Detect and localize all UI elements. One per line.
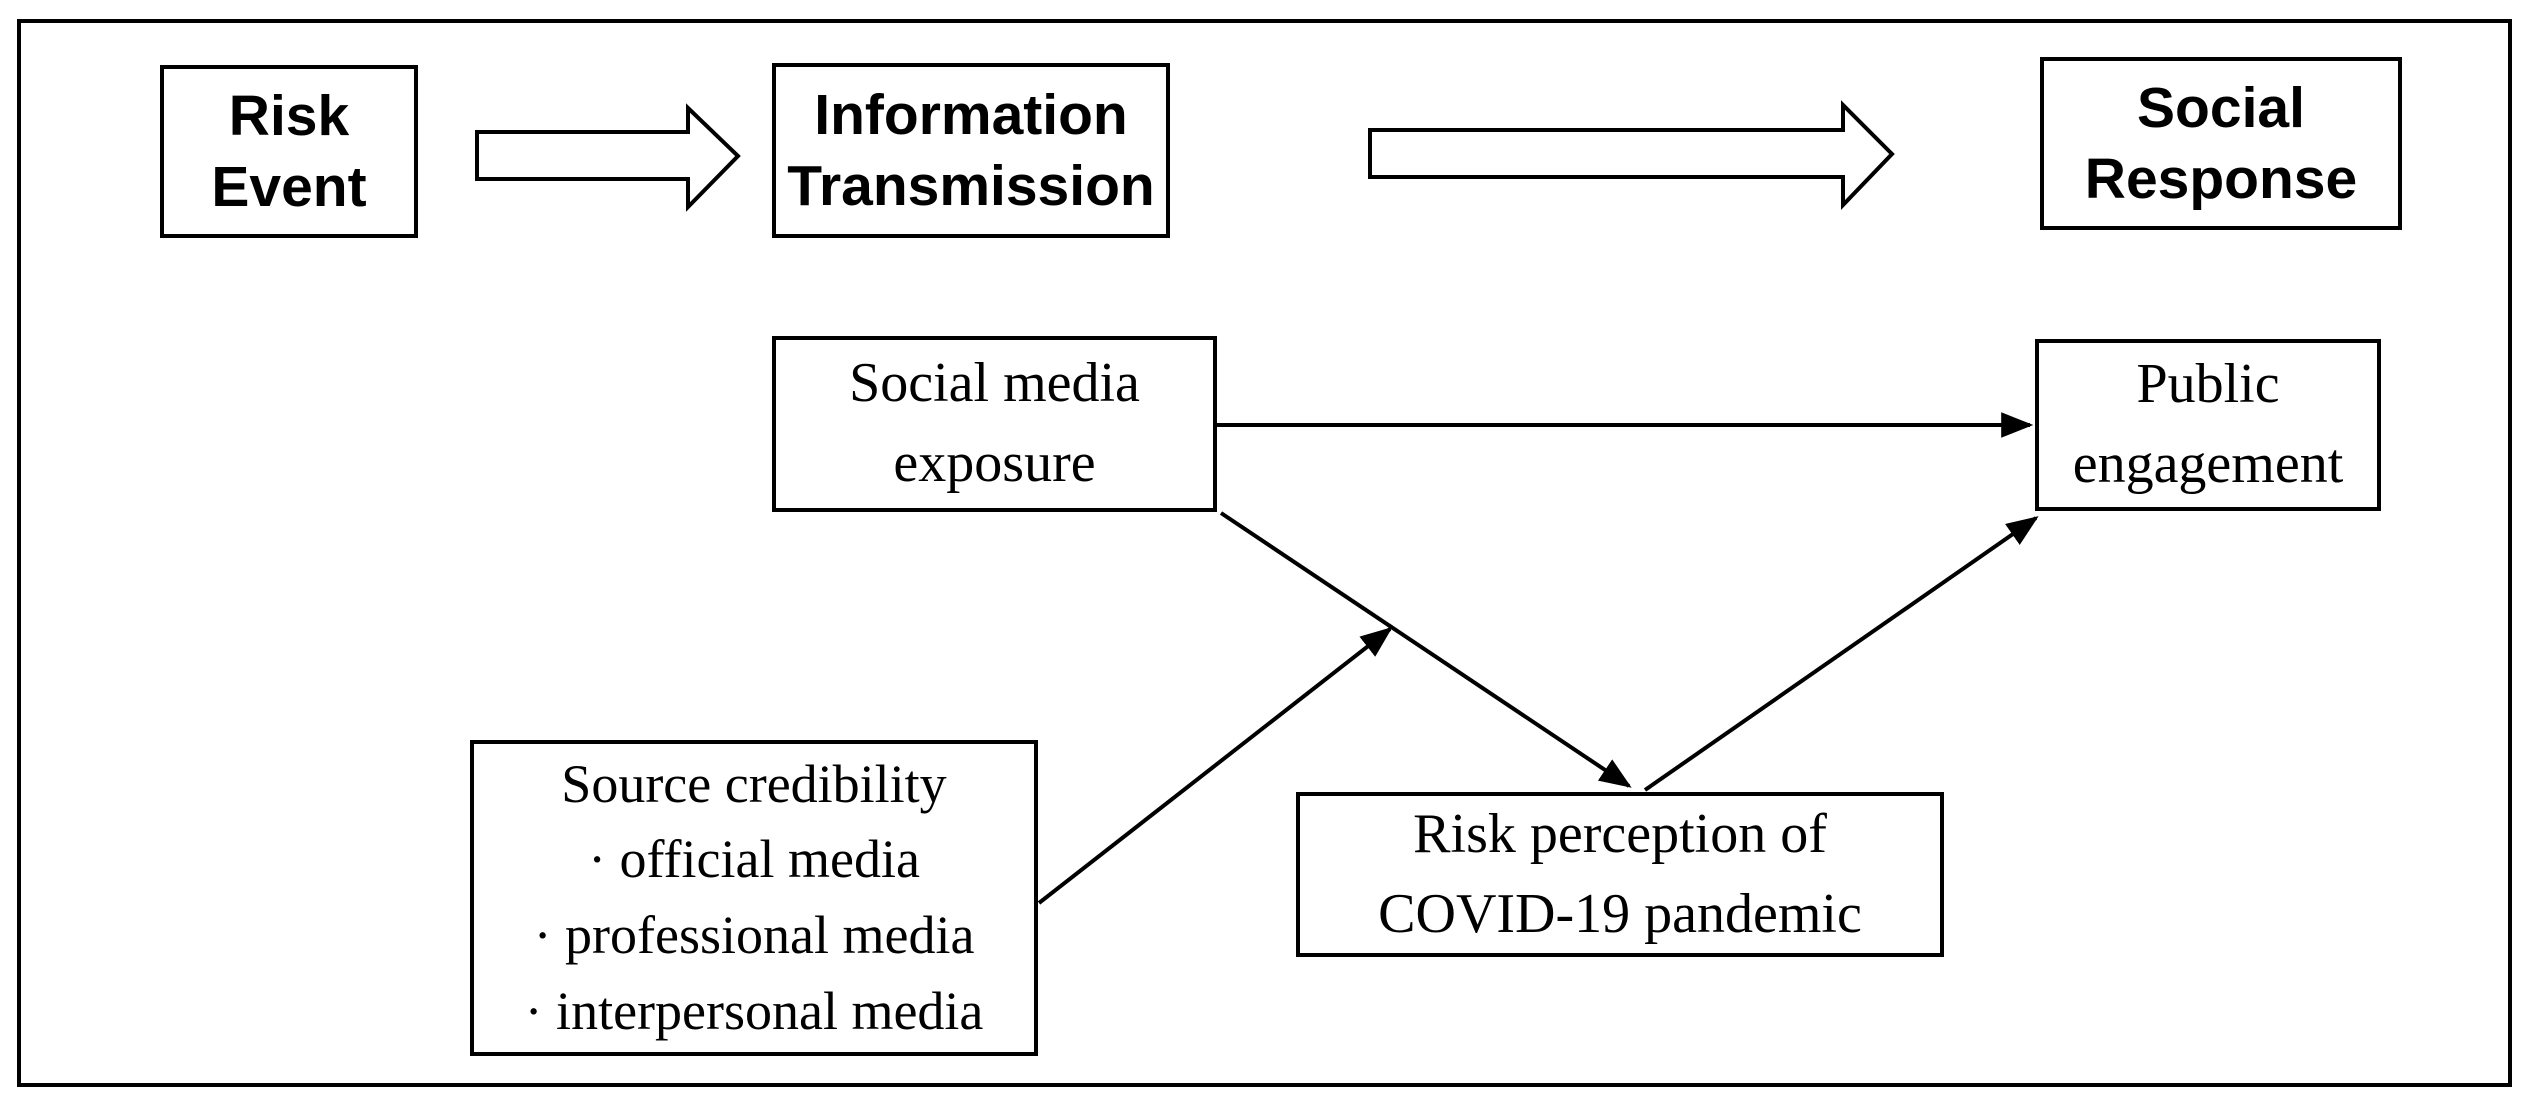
- box-information-transmission-line2: Transmission: [787, 153, 1155, 218]
- box-social-response-line2: Response: [2084, 146, 2358, 211]
- box-information-transmission: Information Transmission: [772, 63, 1170, 238]
- box-social-media-exposure-line1: Social media: [849, 352, 1140, 415]
- box-risk-perception: Risk perception of COVID-19 pandemic: [1296, 792, 1944, 957]
- box-source-credibility-item3: · interpersonal media: [524, 980, 984, 1041]
- box-information-transmission-line1: Information: [814, 82, 1128, 147]
- box-public-engagement-line2: engagement: [2072, 433, 2344, 495]
- box-risk-event-line1: Risk: [228, 83, 350, 148]
- diagram-frame: [17, 19, 2512, 1087]
- box-risk-perception-line1: Risk perception of: [1413, 802, 1827, 865]
- box-public-engagement-line1: Public: [2136, 353, 2280, 416]
- block-arrow-risk-to-information: [475, 103, 741, 212]
- box-social-media-exposure-line2: exposure: [893, 432, 1096, 494]
- box-risk-perception-line2: COVID-19 pandemic: [1378, 882, 1862, 945]
- block-arrow-information-to-social: [1368, 100, 1895, 210]
- box-risk-event-line2: Event: [211, 154, 367, 219]
- box-source-credibility: Source credibility · official media · pr…: [470, 740, 1038, 1056]
- box-source-credibility-item2: · professional media: [533, 905, 975, 965]
- arrow-exposure-to-perception: [1219, 511, 1632, 788]
- box-social-response-line1: Social: [2137, 75, 2305, 140]
- box-public-engagement: Public engagement: [2035, 339, 2381, 511]
- arrow-credibility-moderation: [1037, 627, 1393, 905]
- box-risk-event: Risk Event: [160, 65, 418, 238]
- box-source-credibility-title: Source credibility: [561, 753, 947, 814]
- box-social-response: Social Response: [2040, 57, 2402, 230]
- box-social-media-exposure: Social media exposure: [772, 336, 1217, 512]
- box-source-credibility-item1: · official media: [588, 829, 920, 890]
- arrow-perception-to-engagement: [1643, 516, 2039, 792]
